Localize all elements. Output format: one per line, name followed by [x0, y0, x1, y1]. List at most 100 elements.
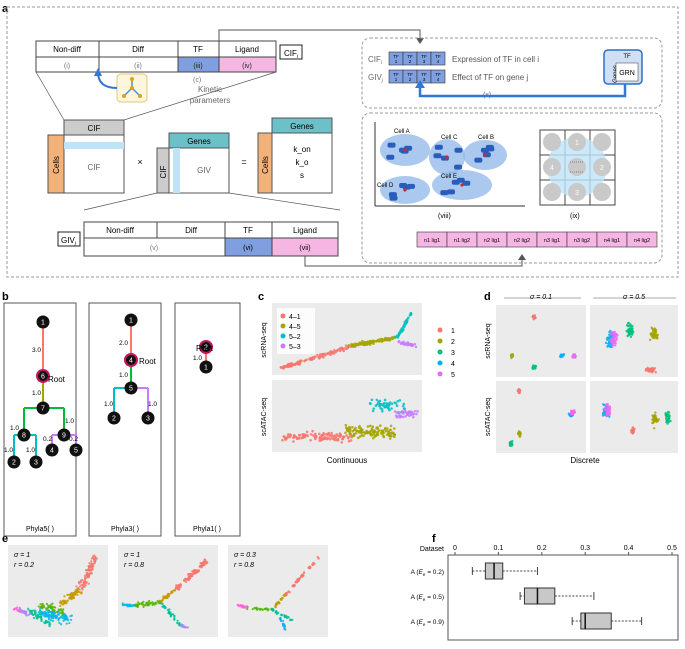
scatter-point [665, 414, 669, 418]
scatter-point [93, 557, 97, 560]
scatter-point [394, 335, 398, 339]
scatter-point [380, 429, 384, 433]
scatter-point [46, 608, 49, 611]
scatter-point [61, 610, 65, 614]
scatter-point [361, 428, 364, 432]
scatter-point [142, 600, 145, 604]
scatter-point [383, 402, 386, 405]
scatter-point [149, 602, 152, 605]
scatter-point [327, 431, 330, 435]
scatter-point [44, 607, 48, 610]
grn-cif-label: CIFi [368, 55, 383, 66]
scatter-point [318, 432, 321, 436]
scatter-point [302, 571, 306, 574]
scatter-point [89, 572, 92, 575]
scatter-point [279, 617, 282, 620]
scatter-point [203, 560, 206, 563]
scatter-point [652, 421, 655, 424]
scatter-point [84, 569, 88, 572]
scatter-point [654, 331, 658, 334]
scatter-point [78, 588, 81, 591]
cell-center [483, 153, 487, 157]
molecule [434, 144, 443, 150]
scatter-point [509, 443, 513, 447]
molecule [454, 147, 463, 153]
scatter-point [294, 581, 297, 584]
scatter-point [336, 434, 340, 438]
scatter-point [64, 614, 67, 617]
scatter-point [631, 327, 634, 330]
scatter-point [375, 403, 379, 406]
scatter-point [369, 424, 372, 428]
tree-node-label: 5 [129, 386, 133, 393]
scatter-point [369, 432, 373, 435]
scatter-point [413, 409, 417, 413]
scatter-point [288, 433, 292, 436]
scatter-point [296, 361, 300, 364]
scatter-point [48, 625, 51, 628]
scatter-point [52, 612, 55, 615]
giv-roman-v: (v) [150, 245, 158, 252]
scatter-point [656, 419, 660, 423]
scatter-point [60, 609, 63, 612]
scatter-point [40, 617, 43, 620]
scatter-point [625, 329, 628, 333]
tree-edge-label: 1.0 [148, 401, 157, 408]
scatter-point [309, 438, 312, 442]
scatter-point [284, 438, 287, 441]
molecule [486, 146, 495, 152]
scatter-point [651, 414, 654, 417]
panel-a-frame [6, 6, 679, 278]
ligand-pair-cell [626, 231, 658, 248]
scatter-point [146, 604, 149, 607]
scatter-point [335, 349, 339, 352]
scatter-point [406, 413, 409, 417]
scatter-point [415, 412, 418, 416]
scatter-point [408, 343, 412, 346]
scatter-point [78, 585, 82, 588]
scatter-point [30, 612, 34, 615]
scatter-point [50, 617, 53, 620]
scatter-point [511, 439, 514, 443]
scatter-point [341, 437, 344, 441]
giv-col-diff: Diff [185, 226, 198, 235]
scatter-point [84, 584, 87, 587]
scatter-point [351, 425, 354, 429]
scatter-point [360, 431, 364, 434]
tree-edge-label: 1.0 [193, 355, 202, 362]
scatter-point [54, 616, 57, 619]
scatter-point [298, 359, 302, 363]
scatter-point [272, 608, 275, 611]
d-header-01: σ = 0.1 [530, 294, 552, 301]
scatter-point [607, 342, 610, 345]
scatter-point [392, 435, 396, 439]
scatter-point [371, 409, 375, 413]
ligand-pair-label: n1 lig2 [454, 238, 470, 244]
scatter-point [307, 566, 310, 569]
scatter-point [129, 604, 132, 608]
scatter-point [274, 605, 277, 608]
scatter-point [253, 607, 256, 610]
scatter-point [19, 607, 22, 611]
scatter-point [287, 590, 290, 593]
tf-cell-index: 3 [423, 59, 426, 64]
scatter-point [147, 601, 150, 604]
tree-node [199, 340, 213, 354]
scatter-point [32, 616, 36, 620]
scatter-point [36, 615, 40, 618]
cell-center [403, 148, 407, 152]
scatter-point [384, 429, 388, 433]
scatter-point [609, 342, 612, 346]
tree-node-label: 4 [129, 358, 133, 365]
d-xlabel: Discrete [570, 456, 600, 465]
scatter-point [145, 602, 148, 605]
scatter-point [664, 412, 667, 415]
cif-roman-ii: (ii) [134, 63, 142, 70]
scatter-point [380, 407, 384, 411]
scatter-point [389, 424, 393, 428]
scatter-point [314, 355, 317, 358]
tf-cell-label: TF [421, 54, 427, 59]
